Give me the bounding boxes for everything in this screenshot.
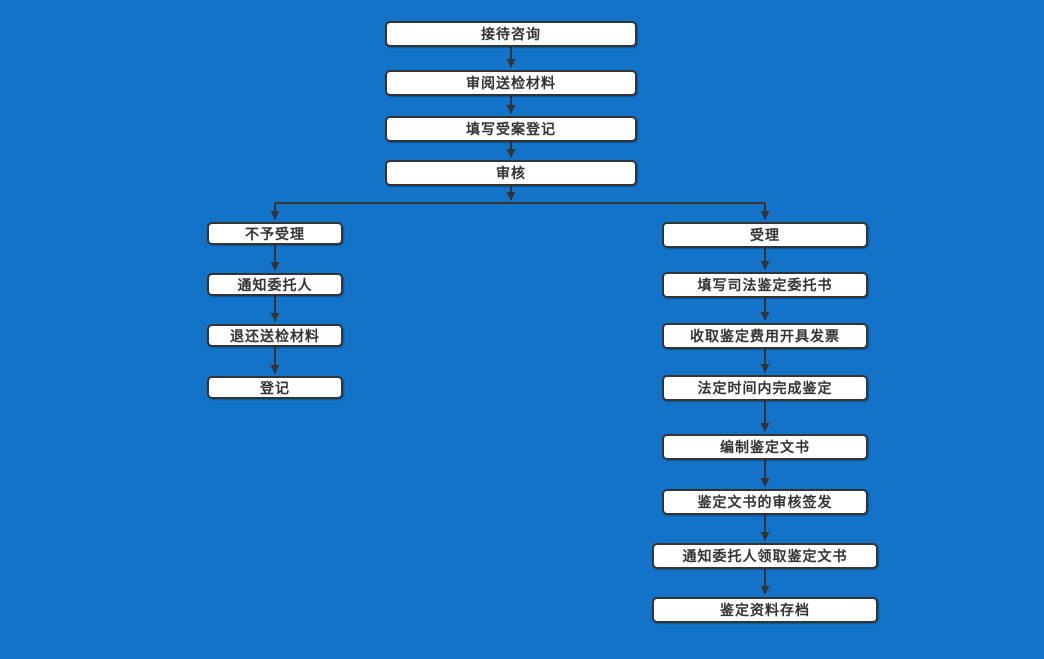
node-archive-materials: 鉴定资料存档	[652, 597, 878, 623]
node-return-materials: 退还送检材料	[207, 324, 343, 347]
node-not-accepted: 不予受理	[207, 222, 343, 245]
node-notify-client-collect-doc: 通知委托人领取鉴定文书	[652, 543, 878, 569]
node-review-materials: 审阅送检材料	[385, 70, 637, 96]
node-document-review-issue: 鉴定文书的审核签发	[662, 489, 868, 515]
node-notify-client: 通知委托人	[207, 273, 343, 296]
node-accepted: 受理	[662, 222, 868, 248]
node-register: 登记	[207, 376, 343, 399]
node-collect-fee-invoice: 收取鉴定费用开具发票	[662, 323, 868, 349]
node-reception-consult: 接待咨询	[385, 21, 637, 47]
node-prepare-document: 编制鉴定文书	[662, 434, 868, 460]
node-fill-commission-letter: 填写司法鉴定委托书	[662, 272, 868, 298]
node-complete-within-legal-time: 法定时间内完成鉴定	[662, 375, 868, 401]
node-case-registration: 填写受案登记	[385, 116, 637, 142]
node-review: 审核	[385, 160, 637, 186]
